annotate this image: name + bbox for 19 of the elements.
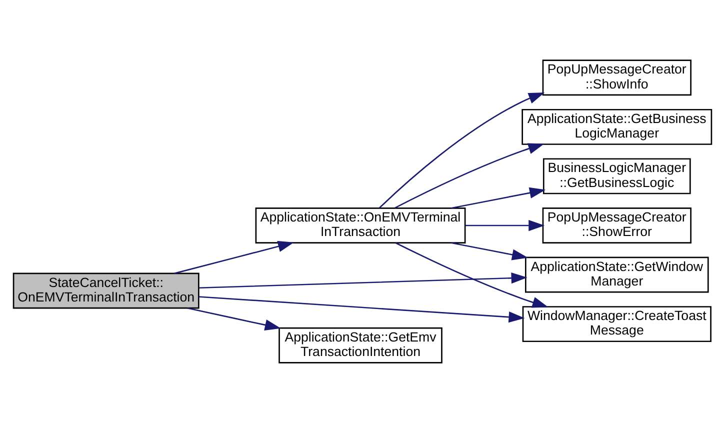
arrow: [465, 220, 545, 232]
node-box: StateCancelTicket:: OnEMVTerminalInTransaction: [12, 272, 200, 309]
node-box: ApplicationState::OnEMVTerminal InTransaction: [255, 208, 466, 244]
node-box: BusinessLogicManager ::GetBusinessLogic: [542, 158, 691, 194]
arrow: [174, 240, 294, 274]
node-box: PopUpMessageCreator ::ShowError: [542, 208, 692, 244]
arrow: [451, 187, 546, 209]
node-box: ApplicationState::GetWindow Manager: [525, 256, 709, 293]
arrow: [451, 242, 528, 260]
node-box: ApplicationState::GetBusiness LogicManager: [522, 108, 712, 145]
arrow: [187, 307, 281, 330]
arrow: [394, 143, 544, 209]
arrow: [198, 296, 525, 323]
node-box: WindowManager::CreateToast Message: [522, 306, 712, 342]
arrow: [395, 242, 548, 308]
arrow: [378, 92, 545, 208]
arrow: [198, 272, 528, 289]
node-box: ApplicationState::GetEmv TransactionIntention: [278, 327, 442, 364]
node-box: PopUpMessageCreator ::ShowInfo: [542, 60, 692, 96]
